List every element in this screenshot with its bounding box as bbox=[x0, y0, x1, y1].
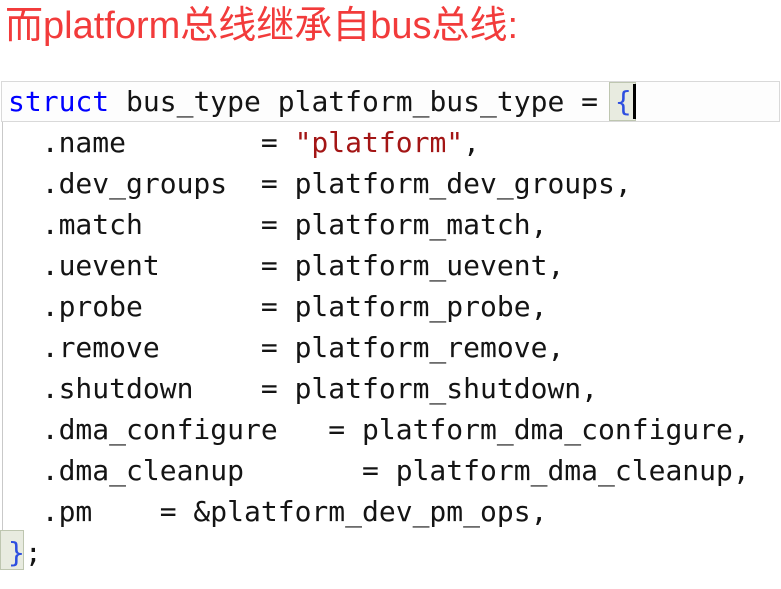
code-line[interactable]: .pm = &platform_dev_pm_ops, bbox=[8, 491, 750, 532]
code-line[interactable]: }; bbox=[8, 532, 750, 573]
code-line[interactable]: .remove = platform_remove, bbox=[8, 327, 750, 368]
code-token-text: .dma_cleanup = platform_dma_cleanup, bbox=[8, 454, 750, 487]
code-token-text: .shutdown = platform_shutdown, bbox=[8, 372, 599, 405]
code-line[interactable]: .shutdown = platform_shutdown, bbox=[8, 368, 750, 409]
code-token-text: .remove = platform_remove, bbox=[8, 331, 565, 364]
structure-guide-line bbox=[2, 122, 3, 531]
brace-match-highlight-open bbox=[609, 82, 636, 121]
code-token-text: ; bbox=[24, 536, 42, 569]
code-line[interactable]: .dma_configure = platform_dma_configure, bbox=[8, 409, 750, 450]
code-line[interactable]: .dma_cleanup = platform_dma_cleanup, bbox=[8, 450, 750, 491]
code-line[interactable]: .match = platform_match, bbox=[8, 204, 750, 245]
text-caret bbox=[633, 84, 636, 119]
code-line[interactable]: .probe = platform_probe, bbox=[8, 286, 750, 327]
code-token-brace: } bbox=[8, 536, 25, 569]
code-token-text: .match = platform_match, bbox=[8, 208, 548, 241]
current-line-highlight bbox=[1, 81, 780, 122]
code-line-current[interactable]: struct bus_type platform_bus_type = { bbox=[8, 81, 750, 122]
code-token-text: .dev_groups = platform_dev_groups, bbox=[8, 167, 632, 200]
code-token-keyword: struct bbox=[8, 85, 110, 118]
code-token-string: "platform" bbox=[294, 126, 464, 159]
code-token-text: .name = bbox=[8, 126, 295, 159]
code-token-text: .probe = platform_probe, bbox=[8, 290, 548, 323]
code-line[interactable]: .uevent = platform_uevent, bbox=[8, 245, 750, 286]
section-heading: 而platform总线继承自bus总线: bbox=[5, 5, 519, 47]
code-token-text: .uevent = platform_uevent, bbox=[8, 249, 565, 282]
code-token-text: .pm = &platform_dev_pm_ops, bbox=[8, 495, 548, 528]
code-token-brace: { bbox=[614, 85, 632, 118]
code-line[interactable]: .name = "platform", bbox=[8, 122, 750, 163]
brace-match-highlight-close bbox=[0, 530, 24, 570]
code-line[interactable]: .dev_groups = platform_dev_groups, bbox=[8, 163, 750, 204]
code-token-text: bus_type platform_bus_type = bbox=[109, 85, 615, 118]
code-content[interactable]: struct bus_type platform_bus_type = { .n… bbox=[8, 81, 750, 573]
code-token-text: .dma_configure = platform_dma_configure, bbox=[8, 413, 750, 446]
code-token-text: , bbox=[463, 126, 481, 159]
